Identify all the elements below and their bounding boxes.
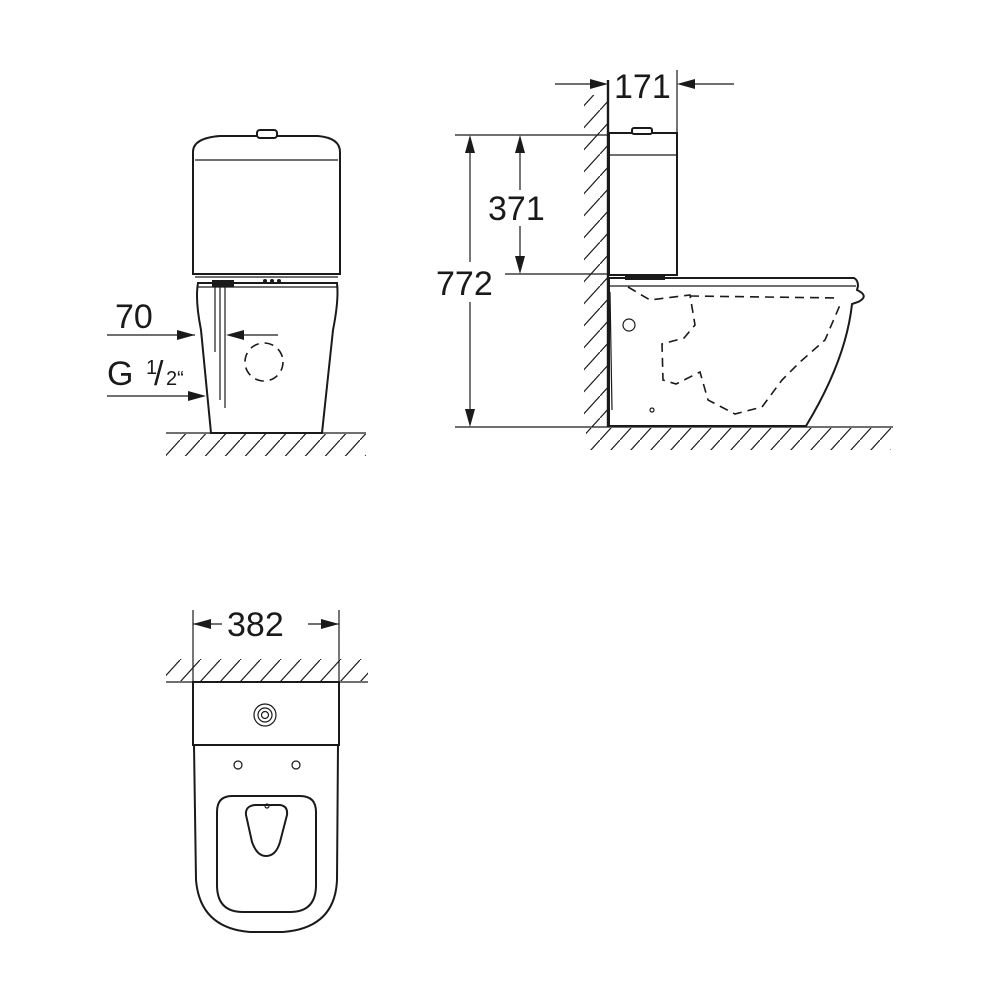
- side-bolt-hole: [622, 318, 636, 332]
- side-floor-hatch: [586, 428, 891, 450]
- dim-thread-numerator: 1: [146, 357, 157, 379]
- front-valve-cap: [212, 280, 234, 287]
- top-tank-outline: [192, 681, 340, 746]
- front-outlet-circle: [244, 342, 284, 382]
- dim-thread-g: G: [107, 355, 133, 393]
- dim-772-label: 772: [436, 265, 493, 303]
- top-view: 382: [166, 606, 368, 933]
- dim-371-label: 371: [488, 190, 545, 228]
- side-view: 171 371 772: [436, 68, 893, 450]
- dim-70-label: 70: [115, 298, 153, 336]
- front-view: 70 G 1 / 2“: [107, 129, 366, 456]
- top-bolt-hole-left: [233, 760, 243, 770]
- dim-171-label: 171: [614, 68, 671, 106]
- dim-thread-denominator: 2“: [166, 368, 184, 390]
- top-bowl-hole: [244, 804, 289, 858]
- front-tank-outline: [192, 135, 341, 275]
- top-wall-hatch: [166, 659, 368, 681]
- side-flush-button-icon: [631, 127, 653, 135]
- top-bolt-hole-right: [291, 760, 301, 770]
- dim-thread-slash: /: [154, 355, 164, 393]
- side-trapway-dashed: [627, 286, 841, 415]
- front-flush-button-icon: [256, 129, 278, 139]
- top-flush-button-outer: [253, 703, 277, 727]
- side-bowl-outline: [608, 277, 865, 427]
- front-bowl-outline: [196, 282, 339, 434]
- front-floor-hatch: [166, 434, 366, 456]
- dim-382-label: 382: [227, 606, 284, 644]
- side-wall-hatch: [584, 95, 607, 427]
- side-tank-outline: [608, 132, 678, 276]
